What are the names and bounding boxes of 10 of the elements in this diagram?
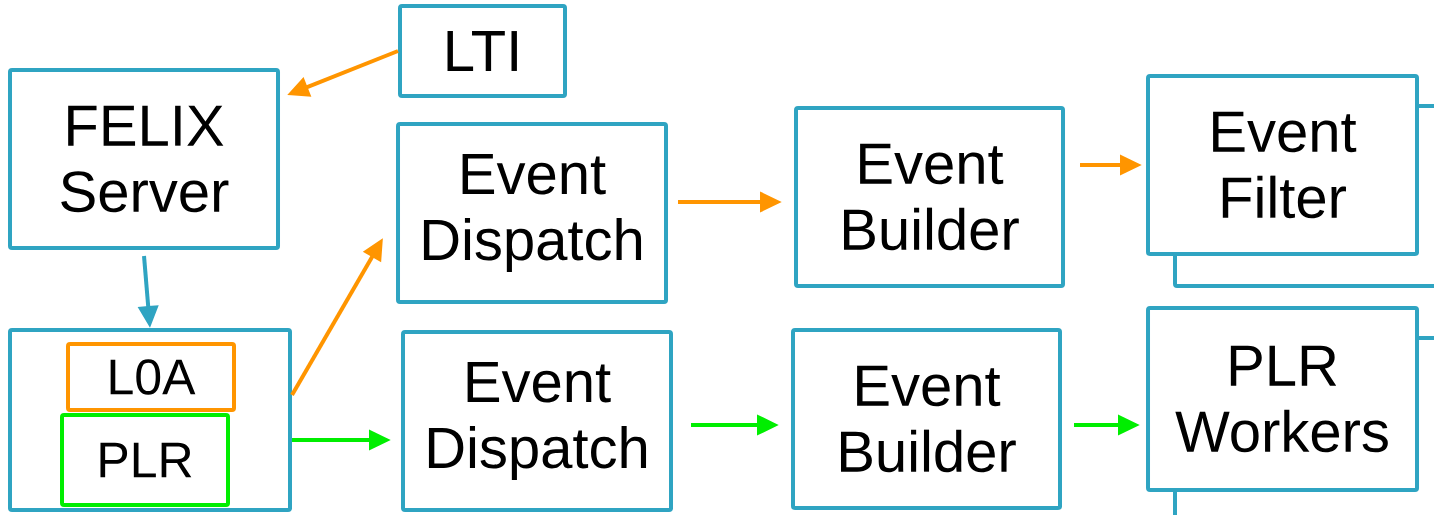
- process-box: Event Dispatch: [401, 330, 673, 512]
- process-box: Event Builder: [791, 328, 1062, 510]
- stacked-process-box: Event Filter: [1146, 74, 1434, 288]
- tag-box: L0A: [66, 342, 236, 412]
- process-box: LTI: [398, 4, 567, 98]
- stacked-process-box: PLR Workers: [1146, 306, 1434, 515]
- process-box: Event Builder: [794, 106, 1065, 288]
- process-box: Event Dispatch: [396, 122, 668, 304]
- process-box: FELIX Server: [8, 68, 280, 250]
- tag-box: PLR: [60, 413, 230, 507]
